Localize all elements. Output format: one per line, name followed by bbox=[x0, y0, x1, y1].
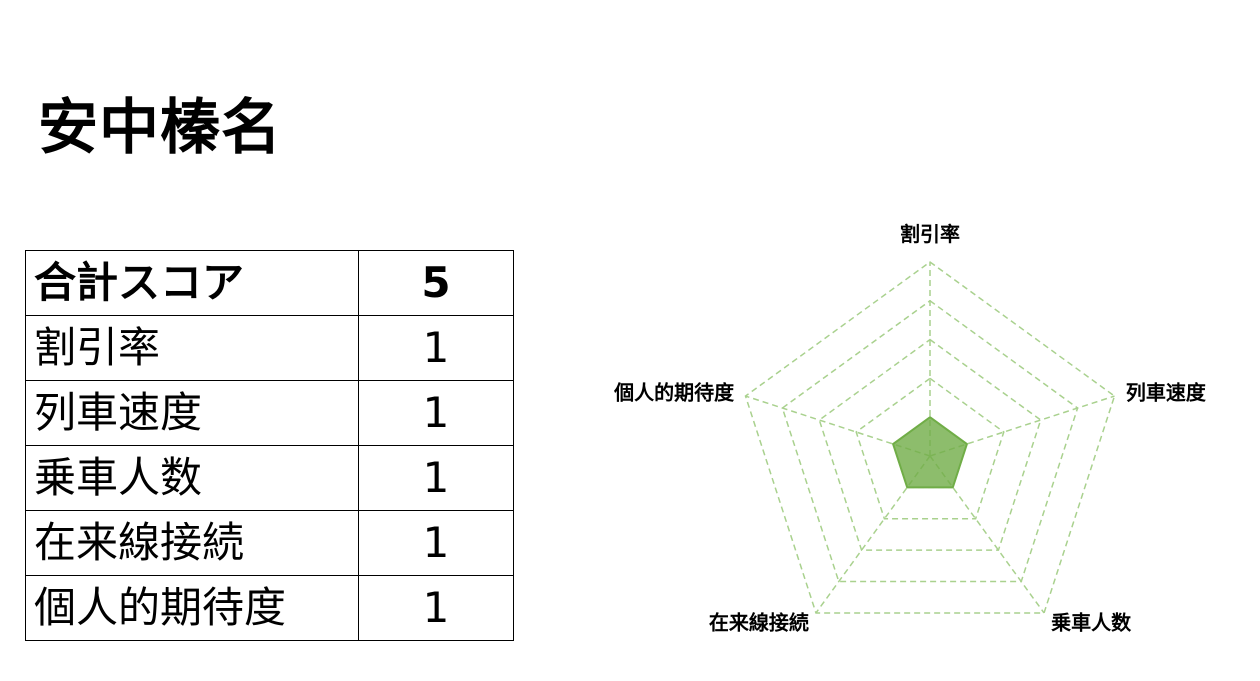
axis-label: 乗車人数 bbox=[1051, 611, 1132, 635]
table-row-total: 合計スコア 5 bbox=[25, 250, 514, 316]
row-label: 個人的期待度 bbox=[25, 575, 359, 641]
grid-ring-3 bbox=[818, 338, 1042, 551]
row-value: 1 bbox=[358, 510, 514, 576]
axis-label: 個人的期待度 bbox=[613, 380, 735, 404]
table-row: 列車速度 1 bbox=[25, 380, 514, 446]
grid-ring-5 bbox=[744, 261, 1116, 614]
row-label: 割引率 bbox=[25, 315, 359, 381]
table-row: 個人的期待度 1 bbox=[25, 575, 514, 641]
page-title: 安中榛名 bbox=[38, 93, 282, 163]
score-table: 合計スコア 5 割引率 1 列車速度 1 乗車人数 1 在来線接続 1 個人的期… bbox=[25, 250, 514, 641]
row-label: 在来線接続 bbox=[25, 510, 359, 576]
grid-ring-4 bbox=[781, 299, 1079, 583]
table-row: 乗車人数 1 bbox=[25, 445, 514, 511]
table-row: 在来線接続 1 bbox=[25, 510, 514, 576]
row-label: 乗車人数 bbox=[25, 445, 359, 511]
axis-label: 列車速度 bbox=[1126, 380, 1207, 404]
row-value: 1 bbox=[358, 445, 514, 511]
axis-label: 割引率 bbox=[900, 222, 960, 246]
grid-ring-2 bbox=[855, 377, 1005, 520]
axis-label: 在来線接続 bbox=[709, 611, 809, 635]
total-score-value: 5 bbox=[358, 250, 514, 316]
series-area-1 bbox=[891, 415, 969, 489]
row-label: 列車速度 bbox=[25, 380, 359, 446]
table-row: 割引率 1 bbox=[25, 315, 514, 381]
row-value: 1 bbox=[358, 380, 514, 446]
total-score-label: 合計スコア bbox=[25, 250, 359, 316]
row-value: 1 bbox=[358, 315, 514, 381]
row-value: 1 bbox=[358, 575, 514, 641]
